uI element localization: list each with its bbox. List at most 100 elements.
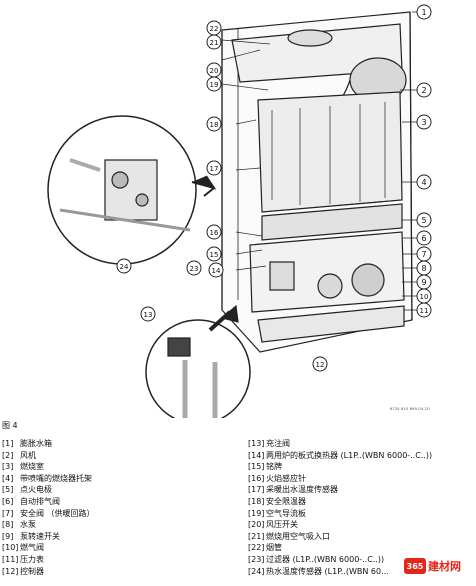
legend-number: [19] [248,508,265,518]
legend-text: 燃气阀 [20,543,44,553]
legend-item: [8] 水泵 [2,519,95,531]
legend-text: 充注阀 [266,439,290,448]
callout-label: 9 [421,278,426,287]
legend-number: [6] [2,496,14,506]
legend-item: [23]过滤器 (L1P..(WBN 6000-..C..)) [248,554,432,566]
callout-circle [206,246,222,262]
callout-1: 1 [416,4,432,20]
legend-number: [2] [2,450,14,460]
legend-number: [13] [248,439,265,448]
legend-item: [21]燃烧用空气吸入口 [248,531,432,543]
callout-circle [416,230,432,246]
callout-label: 7 [421,250,426,259]
callout-8: 8 [416,260,432,276]
legend-item: [24]热水温度传感器 (L1P..(WBN 60... [248,566,432,578]
legend-number: [17] [248,485,265,495]
legend-number: [8] [2,520,14,530]
legend-text: 过滤器 (L1P..(WBN 6000-..C..)) [266,554,385,564]
callout-23: 23 [186,260,202,276]
callout-4: 4 [416,174,432,190]
legend-item: [16]火焰感应针 [248,473,432,485]
callout-label: 10 [420,293,429,301]
callout-label: 3 [421,118,426,127]
legend-number: [15] [248,462,265,472]
callout-label: 8 [421,264,426,273]
callout-circle [116,258,132,274]
legend-item: [20]风压开关 [248,519,432,531]
callout-14: 14 [208,262,224,278]
legend-number: [3] [2,462,14,472]
callout-6: 6 [416,230,432,246]
legend-text: 点火电极 [20,485,52,495]
callout-24: 24 [116,258,132,274]
legend-text: 带喷嘴的燃烧器托架 [20,473,92,483]
legend-number: [11] [2,554,19,564]
legend-text: 燃烧用空气吸入口 [266,531,330,541]
legend-item: [13]充注阀 [248,438,432,450]
legend-item: [4]带喷嘴的燃烧器托架 [2,473,95,485]
callout-circle [416,302,432,318]
legend-text: 安全限温器 [266,496,306,506]
callout-22: 22 [206,20,222,36]
callout-label: 15 [210,251,219,259]
legend-item: [14]两用炉的板式换热器 (L1P..(WBN 6000-..C..)) [248,450,432,462]
callout-label: 20 [210,67,219,75]
callout-label: 12 [316,361,325,369]
legend-text: 压力表 [20,554,44,564]
legend-number: [14] [248,450,265,460]
legend-text: 火焰感应针 [266,473,306,483]
callout-label: 19 [210,81,219,89]
legend-item: [7]安全阀 （供暖回路） [2,508,95,520]
legend-item: [17]采暖出水温度传感器 [248,484,432,496]
callout-3: 3 [416,114,432,130]
legend-item: [19]空气导流板 [248,508,432,520]
callout-circle [312,356,328,372]
legend-number: [7] [2,508,14,518]
legend-item: [11]压力表 [2,554,95,566]
callout-label: 2 [421,86,426,95]
callout-18: 18 [206,116,222,132]
callout-circle [416,4,432,20]
legend-text: 水泵 [20,520,36,530]
callout-label: 1 [421,8,426,17]
legend-number: [24] [248,566,265,576]
legend-item: [6] 自动排气阀 [2,496,95,508]
legend-item: [5] 点火电极 [2,484,95,496]
legend-number: [22] [248,543,265,553]
legend-text: 膨胀水箱 [20,439,52,448]
callout-19: 19 [206,76,222,92]
legend-item: [3]燃烧室 [2,461,95,473]
legend-item: [9]泵转速开关 [2,531,95,543]
legend-item: [1]膨胀水箱 [2,438,95,450]
callout-10: 10 [416,288,432,304]
callout-circle [416,82,432,98]
callout-circle [416,114,432,130]
callout-label: 22 [210,25,219,33]
legend-text: 自动排气阀 [20,496,60,506]
callout-12: 12 [312,356,328,372]
callout-label: 11 [420,307,429,315]
legend-number: [20] [248,520,265,530]
callout-label: 18 [210,121,219,129]
callout-5: 5 [416,212,432,228]
callout-2: 2 [416,82,432,98]
callout-7: 7 [416,246,432,262]
legend-number: [5] [2,485,14,495]
callout-16: 16 [206,224,222,240]
figure-code: 6720 610 699-04.2O [390,407,430,411]
legend-text: 空气导流板 [266,508,306,518]
watermark-logo: 365 [404,558,426,574]
callout-9: 9 [416,274,432,290]
callout-label: 23 [190,265,199,273]
callout-label: 14 [212,267,221,275]
legend-item: [2]风机 [2,450,95,462]
legend-text: 采暖出水温度传感器 [266,485,338,495]
legend-number: [9] [2,531,14,541]
callout-15: 15 [206,246,222,262]
callout-circle [416,212,432,228]
legend-text: 两用炉的板式换热器 (L1P..(WBN 6000-..C..)) [266,450,433,460]
callout-circle [140,306,156,322]
callout-circle [206,116,222,132]
legend-number: [16] [248,473,265,483]
